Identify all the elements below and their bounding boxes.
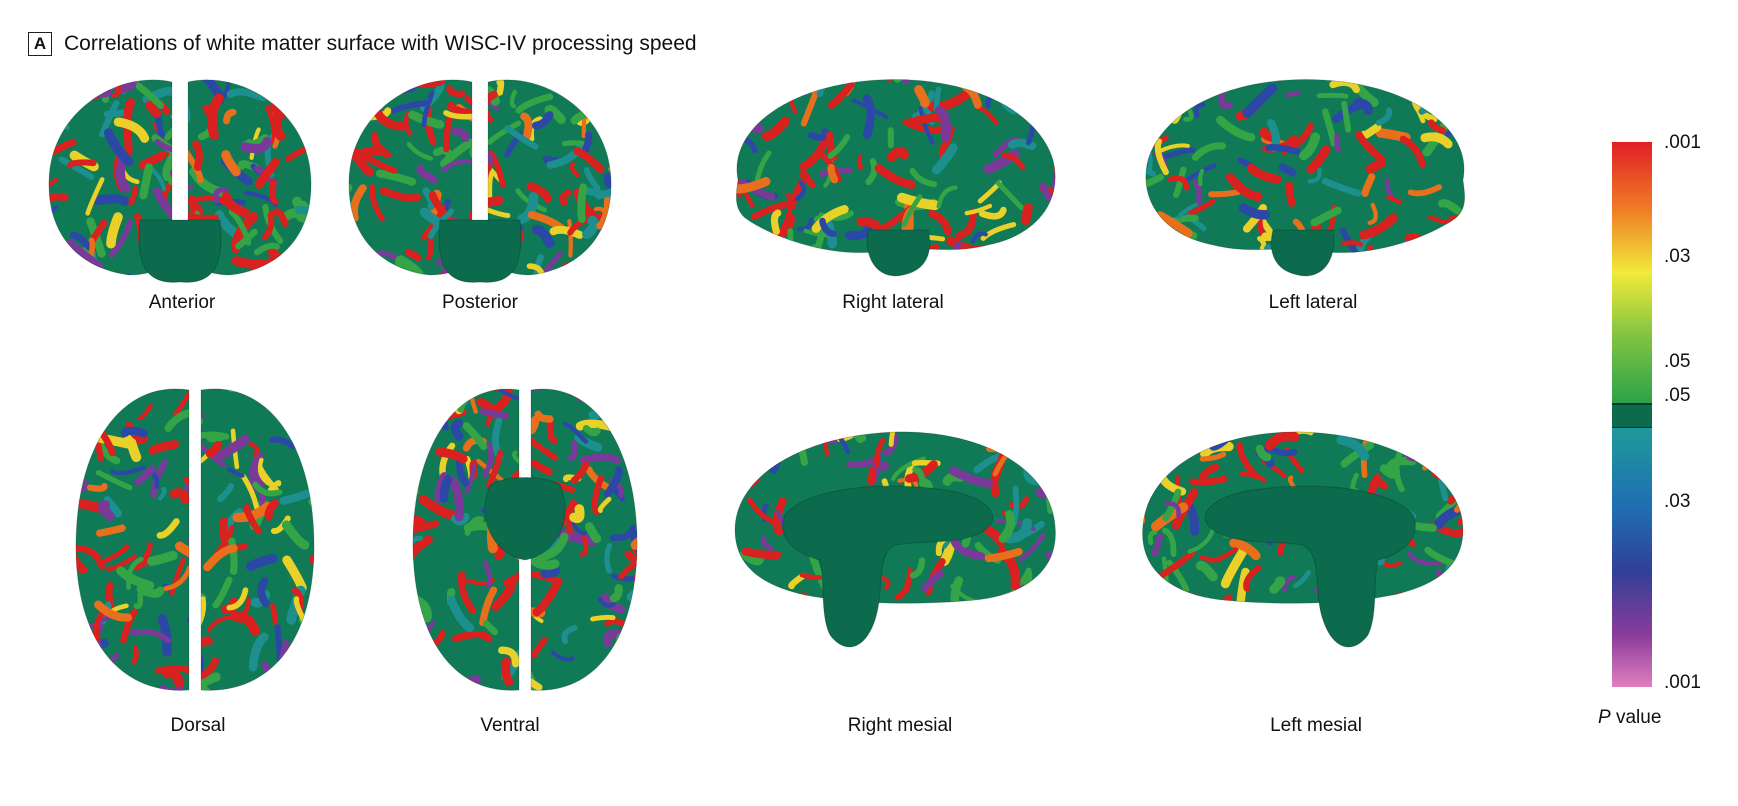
brain-ventral-image xyxy=(412,388,638,691)
tick-bottom-001: .001 xyxy=(1664,672,1701,693)
label-dorsal: Dorsal xyxy=(170,715,226,736)
colorbar-title: P value xyxy=(1598,707,1662,728)
label-left-mesial: Left mesial xyxy=(1270,715,1362,736)
brain-view-posterior xyxy=(345,70,615,290)
brain-view-right-lateral xyxy=(718,70,1068,290)
label-right-mesial: Right mesial xyxy=(847,715,953,736)
brain-posterior-image xyxy=(348,79,612,283)
brain-view-anterior xyxy=(45,70,315,290)
brain-view-ventral xyxy=(405,380,645,700)
brain-view-right-mesial xyxy=(725,420,1065,670)
label-anterior: Anterior xyxy=(148,292,216,313)
brain-view-left-mesial xyxy=(1133,420,1473,670)
label-left-lateral: Left lateral xyxy=(1268,292,1358,313)
tick-lower-05: .05 xyxy=(1664,385,1691,406)
brain-view-dorsal xyxy=(70,380,320,700)
brain-right-mesial-image xyxy=(734,431,1056,648)
panel-header: A Correlations of white matter surface w… xyxy=(28,32,697,56)
brain-left-mesial-image xyxy=(1142,431,1464,648)
brain-right-lateral-image xyxy=(735,79,1056,277)
tick-top-001: .001 xyxy=(1664,132,1701,153)
tick-bottom-03: .03 xyxy=(1664,491,1691,512)
brain-left-lateral-image xyxy=(1145,79,1466,277)
colorbar-gradient xyxy=(1612,142,1652,687)
tick-upper-05: .05 xyxy=(1664,351,1691,372)
label-ventral: Ventral xyxy=(480,715,540,736)
brain-view-left-lateral xyxy=(1133,70,1483,290)
panel-letter: A xyxy=(28,32,52,56)
panel-title: Correlations of white matter surface wit… xyxy=(64,32,697,55)
brain-anterior-image xyxy=(48,79,312,283)
brain-dorsal-image xyxy=(75,388,315,691)
label-right-lateral: Right lateral xyxy=(842,292,944,313)
label-posterior: Posterior xyxy=(441,292,519,313)
tick-top-03: .03 xyxy=(1664,246,1691,267)
